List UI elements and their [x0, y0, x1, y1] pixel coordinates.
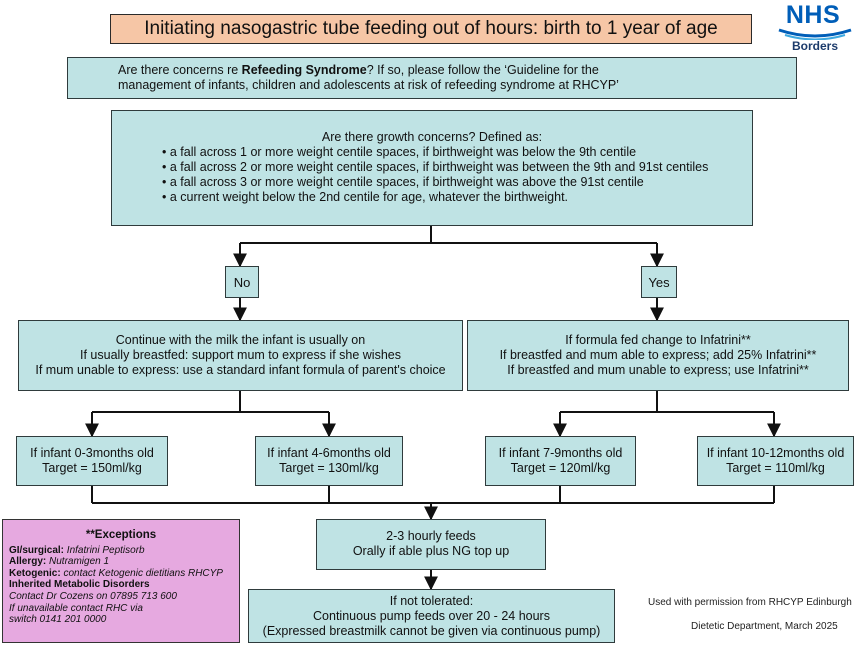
growth-concerns-box: Are there growth concerns? Defined as: a… — [111, 110, 753, 226]
nhs-swoosh-icon — [778, 28, 852, 40]
department-credit: Dietetic Department, March 2025 — [691, 621, 838, 632]
not-tolerated-line-3: (Expressed breastmilk cannot be given vi… — [262, 624, 601, 638]
growth-criterion: a fall across 3 or more weight centile s… — [162, 175, 752, 190]
exception-ketogenic: Ketogenic: contact Ketogenic dietitians … — [9, 568, 233, 580]
exception-ketogenic-label: Ketogenic: — [9, 567, 61, 579]
age-label: If infant 10-12months old — [706, 446, 845, 460]
refeeding-suffix: ? If so, please follow the ‘Guideline fo… — [366, 63, 599, 77]
age-target: Target = 130ml/kg — [279, 461, 379, 475]
age-box-4-6-months: If infant 4-6months old Target = 130ml/k… — [255, 436, 403, 486]
hourly-feeds-box: 2-3 hourly feeds Orally if able plus NG … — [316, 519, 546, 570]
no-branch-box: Continue with the milk the infant is usu… — [18, 320, 463, 391]
feeds-line-1: 2-3 hourly feeds — [386, 529, 476, 543]
no-branch-line: Continue with the milk the infant is usu… — [115, 333, 366, 347]
exception-imd-line-1: Contact Dr Cozens on 07895 713 600 — [9, 590, 177, 602]
age-box-0-3-months: If infant 0-3months old Target = 150ml/k… — [16, 436, 168, 486]
growth-criteria-list: a fall across 1 or more weight centile s… — [112, 145, 752, 205]
yes-branch-box: If formula fed change to Infatrini** If … — [467, 320, 849, 391]
exception-gi-value: Infatrini Peptisorb — [64, 544, 145, 556]
refeeding-syndrome-box: Are there concerns re Refeeding Syndrome… — [67, 57, 797, 99]
exception-allergy-label: Allergy: — [9, 556, 47, 568]
refeeding-bold: Refeeding Syndrome — [241, 63, 367, 77]
not-tolerated-line-1: If not tolerated: — [389, 594, 474, 608]
refeeding-prefix: Are there concerns re — [118, 63, 242, 77]
growth-criterion: a fall across 2 or more weight centile s… — [162, 160, 752, 175]
yes-branch-line: If formula fed change to Infatrini** — [565, 333, 751, 347]
exception-gi-label: GI/surgical: — [9, 544, 65, 556]
refeeding-line-2: management of infants, children and adol… — [118, 78, 619, 92]
no-decision-box: No — [225, 266, 259, 298]
exception-ketogenic-value: contact Ketogenic dietitians RHCYP — [60, 567, 223, 579]
nhs-logo-text: NHS — [785, 1, 841, 29]
age-box-10-12-months: If infant 10-12months old Target = 110ml… — [697, 436, 854, 486]
not-tolerated-box: If not tolerated: Continuous pump feeds … — [248, 589, 615, 643]
no-branch-line: If mum unable to express: use a standard… — [35, 363, 446, 377]
age-target: Target = 120ml/kg — [510, 461, 611, 475]
exceptions-heading: **Exceptions — [85, 529, 157, 541]
age-label: If infant 4-6months old — [267, 446, 391, 460]
exceptions-box: **Exceptions GI/surgical: Infatrini Pept… — [2, 519, 240, 643]
age-label: If infant 0-3months old — [30, 446, 154, 460]
exception-imd-label: Inherited Metabolic Disorders — [9, 579, 233, 591]
age-target: Target = 110ml/kg — [726, 461, 825, 475]
exception-imd-line: If unavailable contact RHC via — [9, 603, 233, 615]
exception-allergy: Allergy: Nutramigen 1 — [9, 556, 233, 568]
feeds-line-2: Orally if able plus NG top up — [352, 544, 510, 558]
yes-decision-box: Yes — [641, 266, 677, 298]
exception-imd-line: switch 0141 201 0000 — [9, 614, 233, 626]
age-box-7-9-months: If infant 7-9months old Target = 120ml/k… — [485, 436, 636, 486]
exception-imd-line-2: If unavailable contact RHC via — [9, 602, 143, 614]
exception-imd-line: Contact Dr Cozens on 07895 713 600 — [9, 591, 233, 603]
exception-imd-label-text: Inherited Metabolic Disorders — [9, 579, 150, 591]
refeeding-line-1: Are there concerns re Refeeding Syndrome… — [118, 63, 796, 78]
no-branch-line: If usually breastfed: support mum to exp… — [80, 348, 401, 362]
yes-branch-line: If breastfed and mum unable to express; … — [507, 363, 809, 377]
borders-logo-text: Borders — [791, 39, 838, 53]
permission-credit: Used with permission from RHCYP Edinburg… — [648, 597, 852, 608]
exception-imd-line-3: switch 0141 201 0000 — [9, 614, 107, 626]
age-target: Target = 150ml/kg — [42, 461, 142, 475]
exception-allergy-value: Nutramigen 1 — [46, 556, 110, 568]
page-title: Initiating nasogastric tube feeding out … — [110, 14, 752, 44]
growth-criterion: a current weight below the 2nd centile f… — [162, 190, 752, 205]
growth-question: Are there growth concerns? Defined as: — [321, 130, 543, 144]
yes-branch-line: If breastfed and mum able to express; ad… — [499, 348, 817, 362]
nhs-borders-logo: NHS Borders — [775, 2, 855, 54]
age-label: If infant 7-9months old — [498, 446, 623, 460]
exception-gi: GI/surgical: Infatrini Peptisorb — [9, 545, 233, 557]
not-tolerated-line-2: Continuous pump feeds over 20 - 24 hours — [313, 609, 550, 623]
growth-criterion: a fall across 1 or more weight centile s… — [162, 145, 752, 160]
